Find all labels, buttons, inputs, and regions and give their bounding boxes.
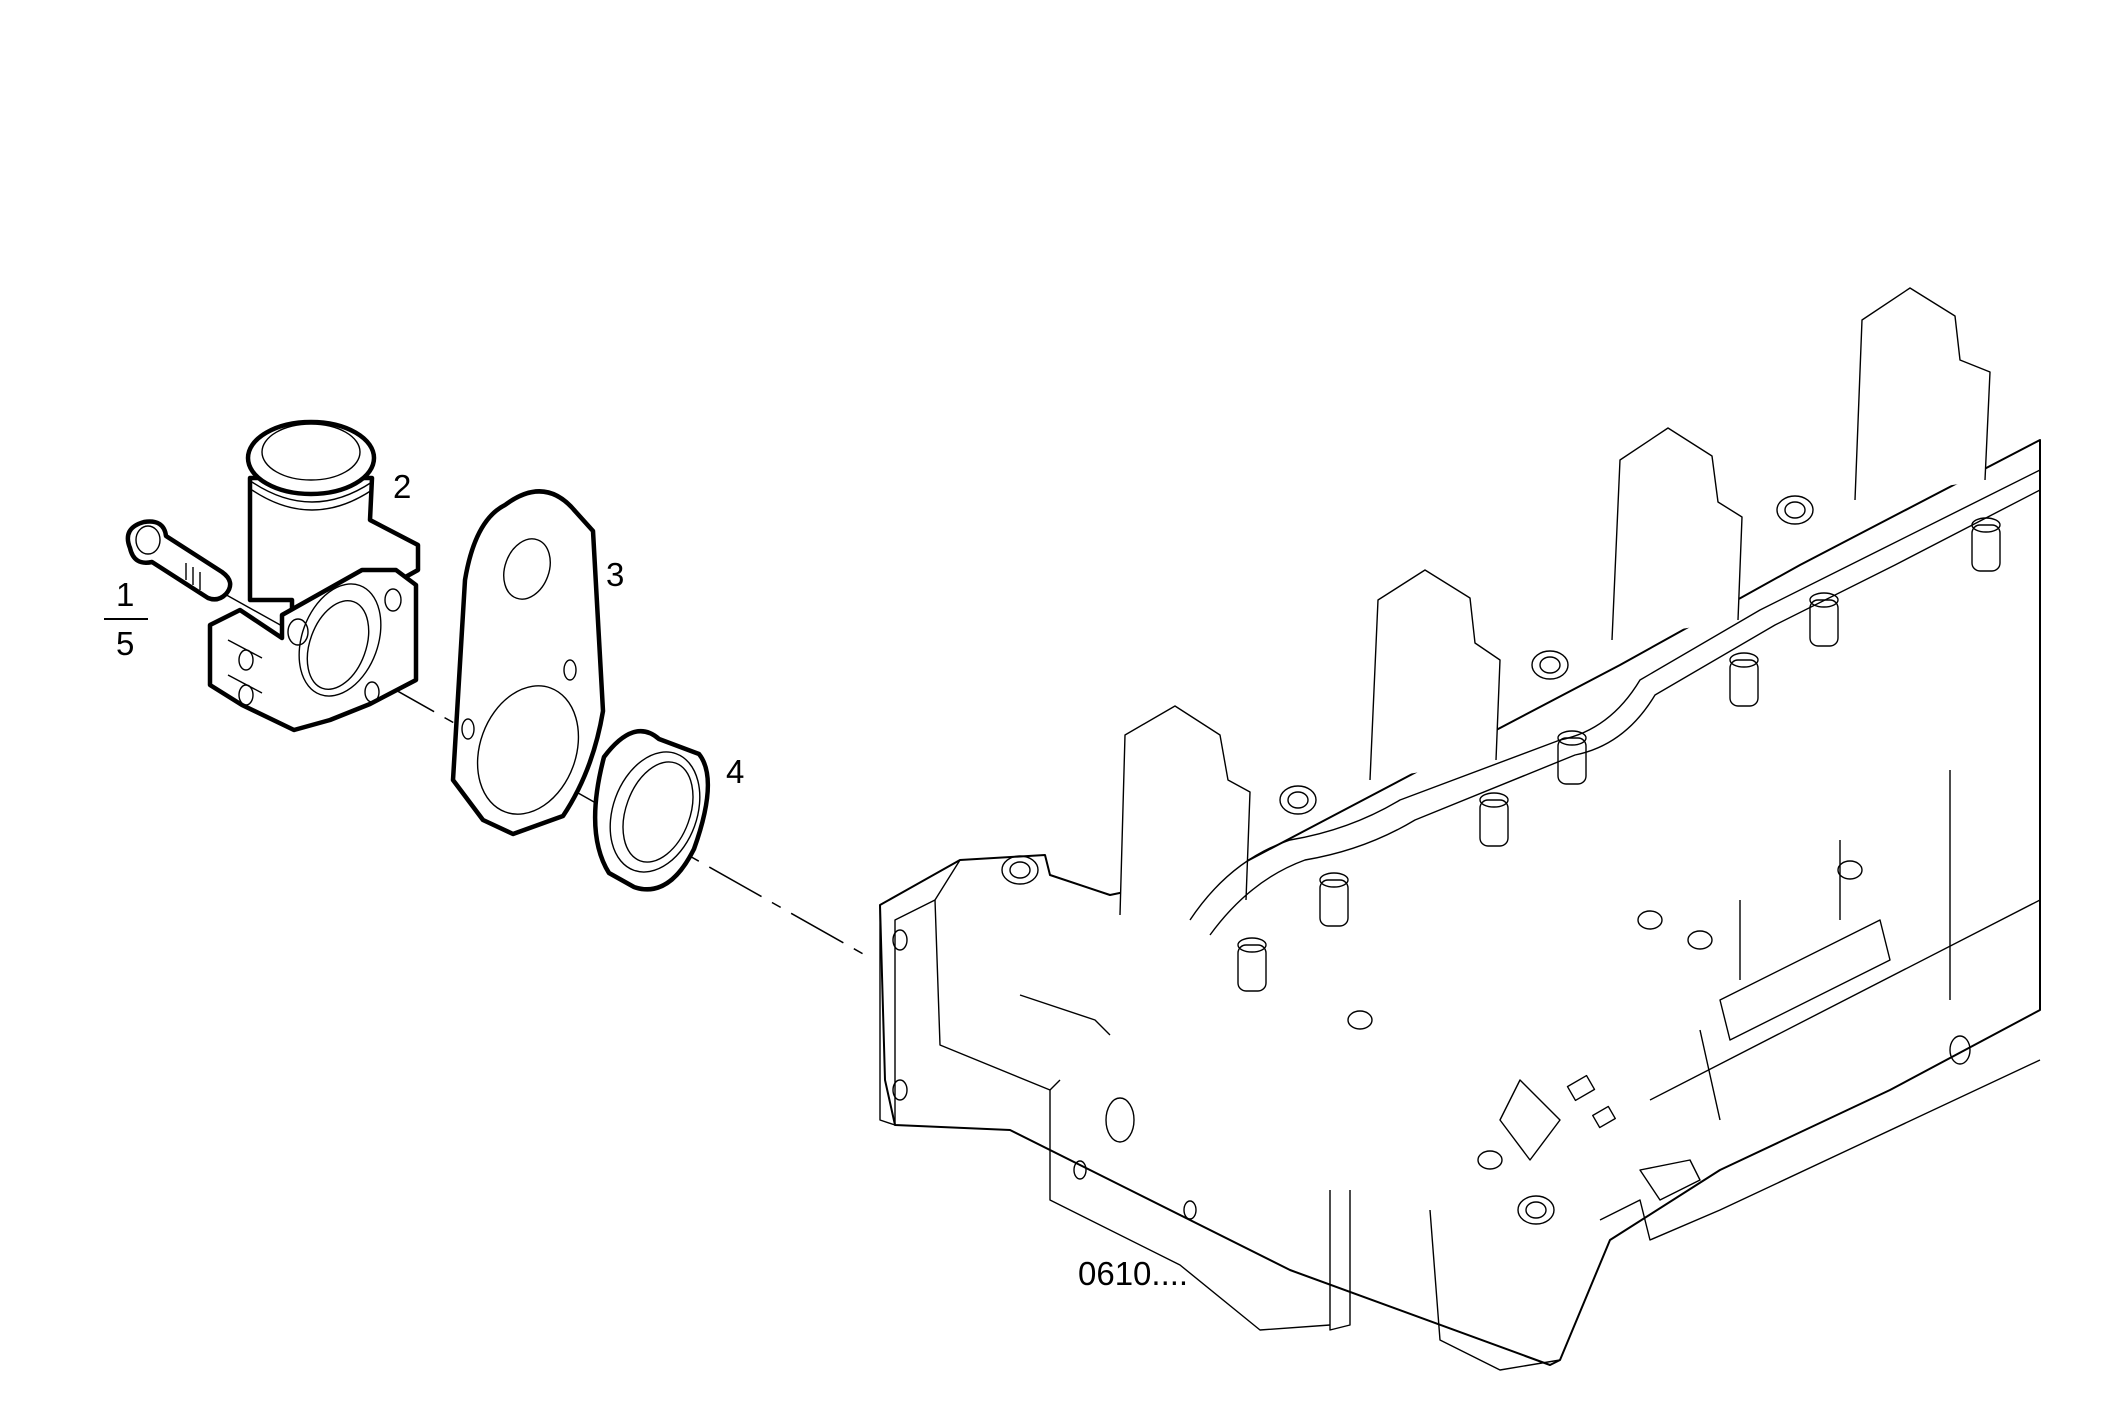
callout-label-3: 3 xyxy=(606,556,625,593)
callout-label-4: 4 xyxy=(726,753,745,790)
cylinder-head xyxy=(879,287,2041,1371)
callout-label-1: 1 xyxy=(116,576,135,613)
gasket-plate-part-3 xyxy=(450,489,606,837)
callout-label-2: 2 xyxy=(393,468,412,505)
callout-label-5: 5 xyxy=(116,625,135,662)
reference-label: 0610.... xyxy=(1078,1255,1189,1292)
sealing-ring-part-4 xyxy=(592,728,711,892)
bolt-part-1 xyxy=(125,519,233,602)
callout-fraction-bar xyxy=(104,618,148,620)
water-outlet-part-2 xyxy=(207,419,421,733)
